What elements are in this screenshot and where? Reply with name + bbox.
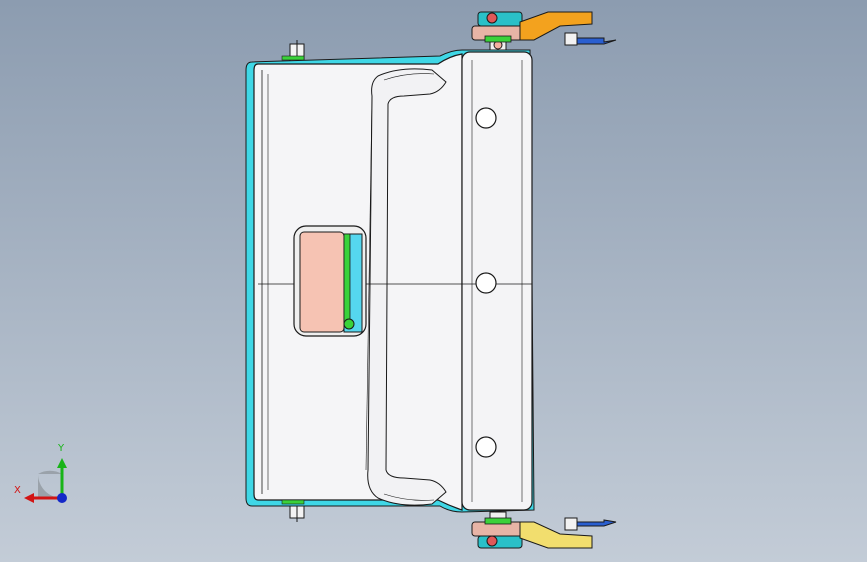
y-axis-label: Y xyxy=(58,443,65,454)
top-hinge-assembly[interactable] xyxy=(471,11,617,51)
viewing-window[interactable] xyxy=(293,225,367,337)
coordinate-triad-icon xyxy=(24,458,67,503)
x-axis-label: X xyxy=(14,485,21,496)
clip-blue xyxy=(576,519,617,527)
clip-blue xyxy=(576,37,617,45)
hinge-cap-icon xyxy=(486,535,498,547)
bottom-hinge-assembly[interactable] xyxy=(471,511,617,549)
hinge-holes xyxy=(475,107,497,458)
hinge-pins xyxy=(281,35,512,525)
hinge-lever[interactable] xyxy=(519,521,593,549)
pin-green-icon xyxy=(343,318,355,330)
housing-body[interactable] xyxy=(245,49,535,513)
hinge-cap-icon xyxy=(486,12,498,24)
hinge-lever[interactable] xyxy=(519,11,593,41)
